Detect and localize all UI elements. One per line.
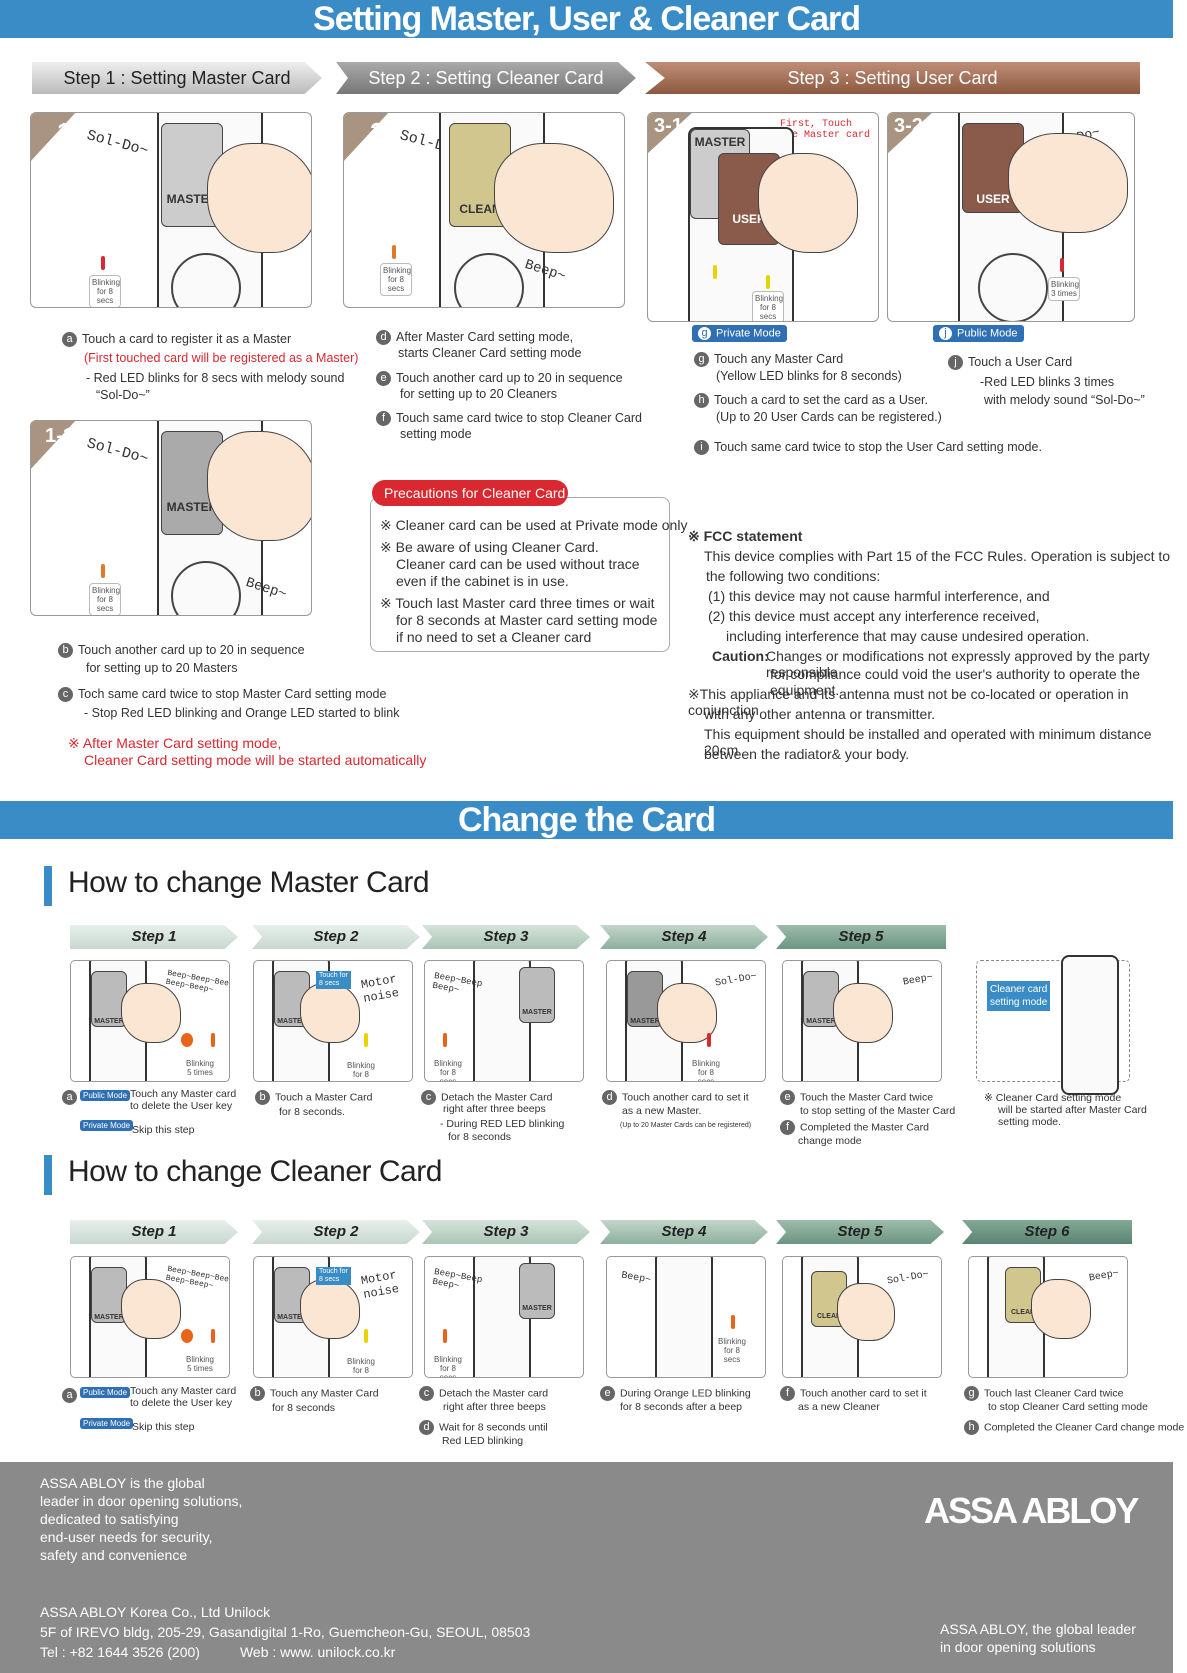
master-step1-panel: MASTER Beep~Beep~Beep~Beep~Beep~ Blinkin… bbox=[70, 960, 230, 1082]
hand-illustration bbox=[207, 143, 311, 253]
cleaner-step1-panel: MASTER Beep~Beep~Beep~Beep~Beep~ Blinkin… bbox=[70, 1256, 230, 1378]
panel-number: 1 bbox=[57, 117, 72, 147]
phone: Tel : +82 1644 3526 (200) bbox=[40, 1644, 200, 1660]
website[interactable]: Web : www. unilock.co.kr bbox=[239, 1644, 396, 1660]
assa-abloy-logo: ASSA ABLOY bbox=[924, 1490, 1139, 1531]
red-led bbox=[101, 256, 105, 270]
step1-header: Step 1 : Setting Master Card bbox=[32, 62, 322, 94]
company-name: ASSA ABLOY Korea Co., Ltd Unilock bbox=[40, 1604, 271, 1620]
master-step5-panel: MASTER Beep~ bbox=[782, 960, 942, 1082]
cleaner-change-title: How to change Cleaner Card bbox=[68, 1155, 442, 1188]
section-marker bbox=[44, 866, 52, 906]
sound-label: Sol-Do~ bbox=[84, 127, 151, 160]
cleaner-step5-panel: CLEAN Sol-Do~ bbox=[782, 1256, 942, 1378]
master-change-title: How to change Master Card bbox=[68, 866, 430, 899]
section-title-change: Change the Card bbox=[0, 801, 1173, 839]
lock-dial bbox=[171, 253, 241, 307]
step3-header: Step 3 : Setting User Card bbox=[645, 62, 1140, 94]
company-address: 5F of IREVO bldg, 205-29, Gasandigital 1… bbox=[40, 1624, 531, 1640]
cleaner-step6-panel: CLEAN Beep~ bbox=[968, 1256, 1128, 1378]
step2-header: Step 2 : Setting Cleaner Card bbox=[336, 62, 636, 94]
section-title-setting: Setting Master, User & Cleaner Card bbox=[0, 0, 1173, 38]
precautions-title: Precautions for Cleaner Card bbox=[372, 480, 568, 506]
